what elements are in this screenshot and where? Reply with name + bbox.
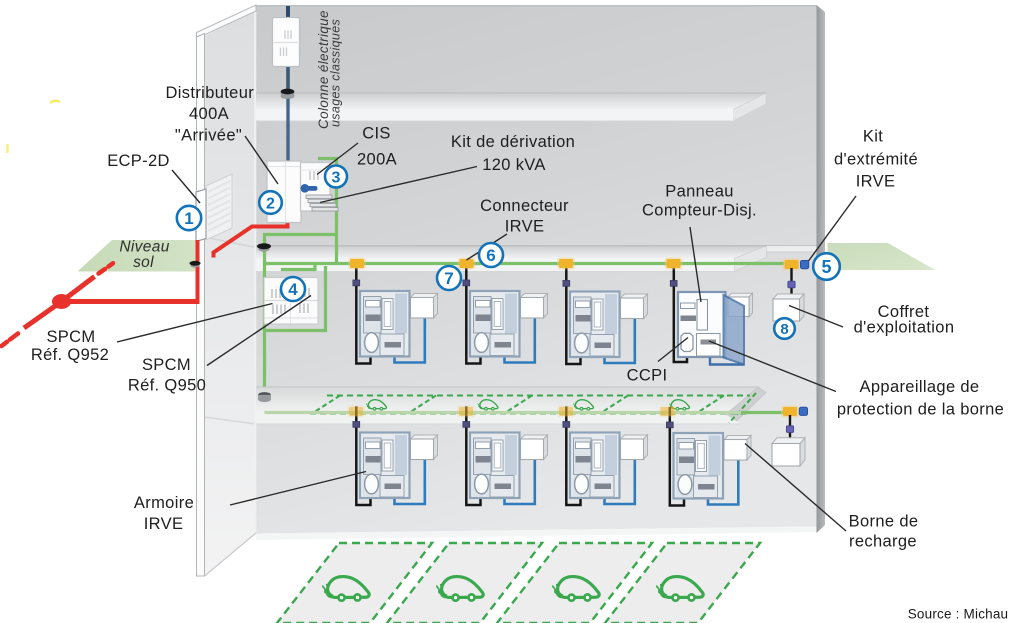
svg-text:120 kVA: 120 kVA [482,156,546,174]
svg-text:7: 7 [444,269,453,288]
svg-text:SPCM: SPCM [46,328,95,346]
svg-text:Panneau: Panneau [665,183,734,201]
svg-text:protection de la borne: protection de la borne [837,401,1004,419]
svg-text:Armoire: Armoire [134,494,194,512]
svg-text:IRVE: IRVE [856,173,896,191]
svg-text:Coffret: Coffret [878,303,930,321]
svg-text:ECP-2D: ECP-2D [107,152,170,170]
svg-text:usages classiques: usages classiques [329,19,343,127]
svg-text:5: 5 [821,257,831,277]
svg-text:CIS: CIS [362,125,391,143]
svg-text:2: 2 [266,196,275,213]
svg-text:Colonne électrique: Colonne électrique [316,10,331,129]
svg-text:Distributeur: Distributeur [166,84,255,102]
svg-text:Kit de dérivation: Kit de dérivation [451,133,575,151]
svg-text:Appareillage de: Appareillage de [860,378,980,396]
svg-text:Niveau: Niveau [119,239,169,256]
svg-text:Source : Michau: Source : Michau [908,607,1009,622]
svg-text:CCPI: CCPI [627,367,668,385]
svg-text:Réf. Q952: Réf. Q952 [31,346,109,364]
svg-text:d'extrémité: d'extrémité [834,151,918,169]
svg-text:1: 1 [184,209,193,228]
svg-text:Compteur-Disj.: Compteur-Disj. [642,202,757,220]
svg-text:200A: 200A [357,151,397,169]
svg-text:6: 6 [486,246,495,265]
svg-text:8: 8 [780,321,788,338]
svg-text:IRVE: IRVE [144,515,184,533]
svg-text:d'exploitation: d'exploitation [854,319,955,337]
svg-text:3: 3 [332,170,341,187]
svg-text:Connecteur: Connecteur [480,197,569,215]
svg-text:recharge: recharge [849,533,917,551]
svg-text:SPCM: SPCM [142,356,191,374]
svg-text:400A: 400A [189,105,229,123]
svg-text:sol: sol [133,254,154,271]
svg-text:4: 4 [288,280,298,299]
svg-text:IRVE: IRVE [505,218,545,236]
svg-text:Réf. Q950: Réf. Q950 [128,377,206,395]
svg-text:"Arrivée": "Arrivée" [175,127,242,145]
svg-text:Kit: Kit [863,128,883,146]
svg-text:Borne de: Borne de [849,513,919,531]
